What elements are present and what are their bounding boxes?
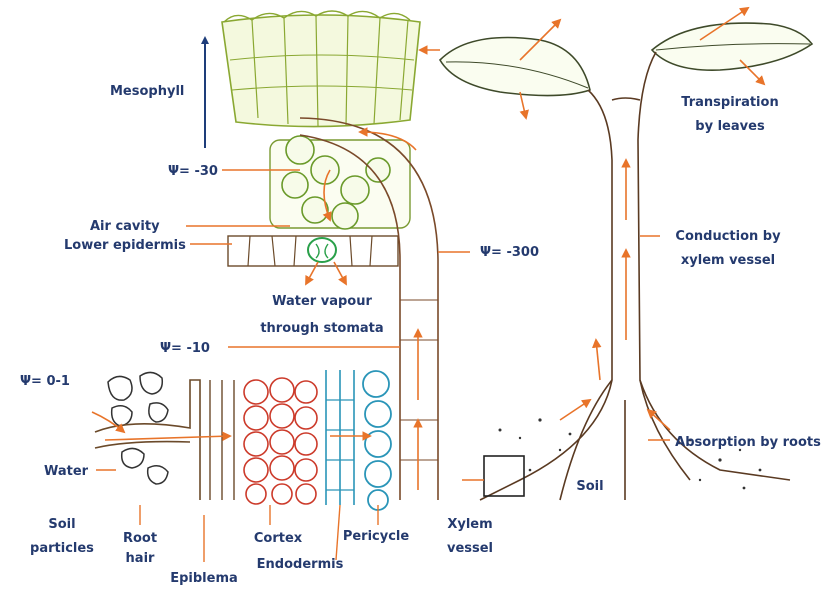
label-air-cavity: Air cavity [90, 219, 160, 234]
label-epiblema: Epiblema [170, 571, 238, 586]
label-absorption: Absorption by roots [675, 435, 821, 450]
label-xylem-vessel-1: Xylem [447, 517, 492, 532]
label-mesophyll: Mesophyll [110, 84, 184, 99]
label-endodermis: Endodermis [257, 557, 344, 572]
cortex-cells [244, 378, 317, 504]
label-xylem-vessel-2: vessel [447, 541, 493, 556]
soil-particles [108, 372, 168, 484]
label-pericycle: Pericycle [343, 529, 410, 544]
xylem-zoom-box [484, 456, 524, 496]
soil-specks [499, 418, 762, 489]
label-soil: Soil [576, 479, 603, 494]
mesophyll-cells [222, 11, 420, 127]
pericycle-cells [363, 371, 391, 510]
label-cortex: Cortex [254, 531, 303, 546]
label-root-hair-2: hair [126, 551, 155, 566]
label-lower-epidermis: Lower epidermis [64, 238, 186, 253]
label-soil-particles-1: Soil [48, 517, 75, 532]
label-psi-30: Ψ= -30 [168, 164, 218, 179]
label-soil-particles-2: particles [30, 541, 94, 556]
label-psi-300: Ψ= -300 [480, 245, 539, 260]
label-water: Water [44, 464, 89, 479]
endodermis-cells [326, 370, 354, 505]
lower-epidermis-cells [228, 236, 398, 266]
spongy-cells [270, 136, 410, 229]
label-psi-01: Ψ= 0-1 [20, 374, 70, 389]
label-water-vapour-2: through stomata [260, 321, 383, 336]
label-root-hair-1: Root [123, 531, 157, 546]
label-psi-10: Ψ= -10 [160, 341, 210, 356]
label-conduction-1: Conduction by [675, 229, 781, 244]
plant-leaves [440, 23, 812, 96]
label-water-vapour-1: Water vapour [272, 294, 372, 309]
label-conduction-2: xylem vessel [681, 253, 775, 268]
leader-lines [96, 170, 670, 562]
label-transpiration-1: Transpiration [681, 95, 778, 110]
label-transpiration-2: by leaves [695, 119, 765, 134]
